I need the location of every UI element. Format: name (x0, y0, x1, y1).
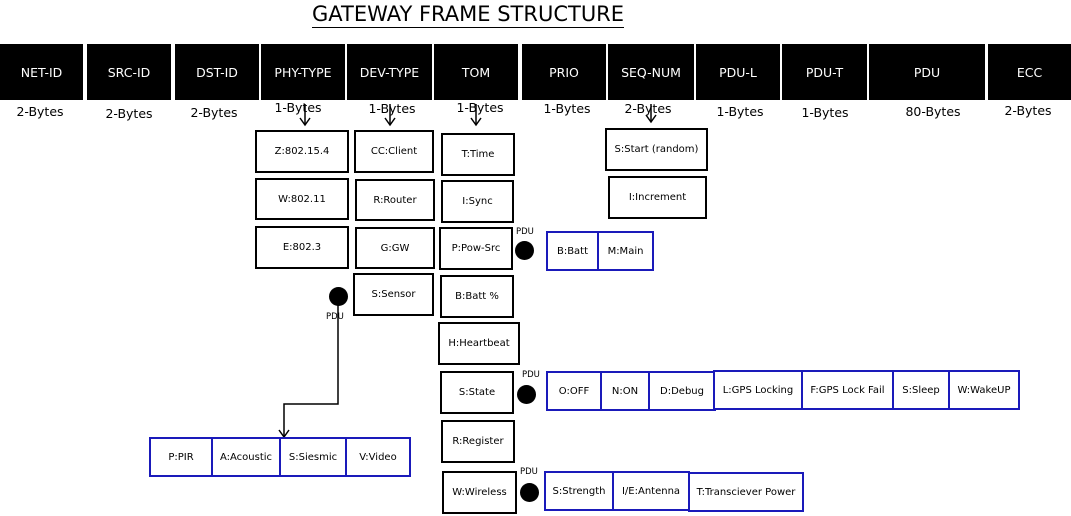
state-pdu-cell: W:WakeUP (948, 370, 1020, 410)
size-ecc: 2-Bytes (1004, 103, 1052, 118)
state-pdu-cell: L:GPS Locking (713, 370, 803, 410)
field-pdu-t: PDU-T (782, 44, 867, 100)
field-pdu-l: PDU-L (696, 44, 780, 100)
phy-type-option: E:802.3 (255, 226, 349, 269)
seq-num-option: I:Increment (608, 176, 707, 219)
pdu-label: PDU (522, 370, 540, 380)
tom-option: R:Register (441, 420, 515, 463)
field-dst-id: DST-ID (175, 44, 259, 100)
wireless-pdu-cell: T:Transciever Power (688, 472, 804, 512)
tom-option: I:Sync (441, 180, 514, 223)
size-dev-type: 1-Bytes (368, 101, 416, 116)
wireless-pdu-cell: S:Strength (544, 471, 614, 511)
size-phy-type: 1-Bytes (274, 100, 322, 115)
pow-src-pdu-cell: B:Batt (546, 231, 599, 271)
wireless-pdu-cell: I/E:Antenna (612, 471, 690, 511)
tom-option: H:Heartbeat (438, 322, 520, 365)
phy-type-option: W:802.11 (255, 178, 349, 220)
pow-src-pdu-cell: M:Main (597, 231, 654, 271)
size-dst-id: 2-Bytes (190, 105, 238, 120)
size-pdu: 80-Bytes (905, 104, 961, 119)
state-pdu-cell: F:GPS Lock Fail (801, 370, 894, 410)
dev-type-option: S:Sensor (353, 273, 434, 316)
tom-option: B:Batt % (440, 275, 514, 318)
pdu-dot-state (517, 385, 536, 404)
pdu-dot-wireless (520, 483, 539, 502)
field-phy-type: PHY-TYPE (261, 44, 345, 100)
field-ecc: ECC (988, 44, 1071, 100)
size-pdu-l: 1-Bytes (716, 104, 764, 119)
pdu-label: PDU (516, 227, 534, 237)
size-src-id: 2-Bytes (105, 106, 153, 121)
sensor-pdu-cell: P:PIR (149, 437, 213, 477)
diagram-title: GATEWAY FRAME STRUCTURE (312, 2, 625, 28)
sensor-pdu-cell: A:Acoustic (211, 437, 281, 477)
state-pdu-cell: D:Debug (648, 371, 716, 411)
size-seq-num: 2-Bytes (624, 101, 672, 116)
size-pdu-t: 1-Bytes (801, 105, 849, 120)
field-prio: PRIO (522, 44, 606, 100)
field-src-id: SRC-ID (87, 44, 171, 100)
pdu-dot-sensor (329, 287, 348, 306)
tom-option: W:Wireless (442, 471, 517, 514)
sensor-pdu-cell: S:Siesmic (279, 437, 347, 477)
field-dev-type: DEV-TYPE (347, 44, 432, 100)
pdu-label: PDU (520, 467, 538, 477)
tom-option: P:Pow-Src (439, 227, 513, 270)
dev-type-option: R:Router (355, 179, 435, 221)
state-pdu-cell: O:OFF (546, 371, 602, 411)
field-tom: TOM (434, 44, 518, 100)
state-pdu-cell: S:Sleep (892, 370, 950, 410)
field-seq-num: SEQ-NUM (608, 44, 694, 100)
sensor-pdu-cell: V:Video (345, 437, 411, 477)
pdu-dot-pow-src (515, 241, 534, 260)
state-pdu-cell: N:ON (600, 371, 650, 411)
dev-type-option: G:GW (355, 227, 435, 269)
size-tom: 1-Bytes (456, 100, 504, 115)
dev-type-option: CC:Client (354, 130, 434, 173)
seq-num-option: S:Start (random) (605, 128, 708, 171)
tom-option: S:State (440, 371, 514, 414)
phy-type-option: Z:802.15.4 (255, 130, 349, 173)
size-prio: 1-Bytes (543, 101, 591, 116)
field-pdu: PDU (869, 44, 985, 100)
size-net-id: 2-Bytes (16, 104, 64, 119)
pdu-label: PDU (326, 312, 344, 322)
field-net-id: NET-ID (0, 44, 83, 100)
tom-option: T:Time (441, 133, 515, 176)
